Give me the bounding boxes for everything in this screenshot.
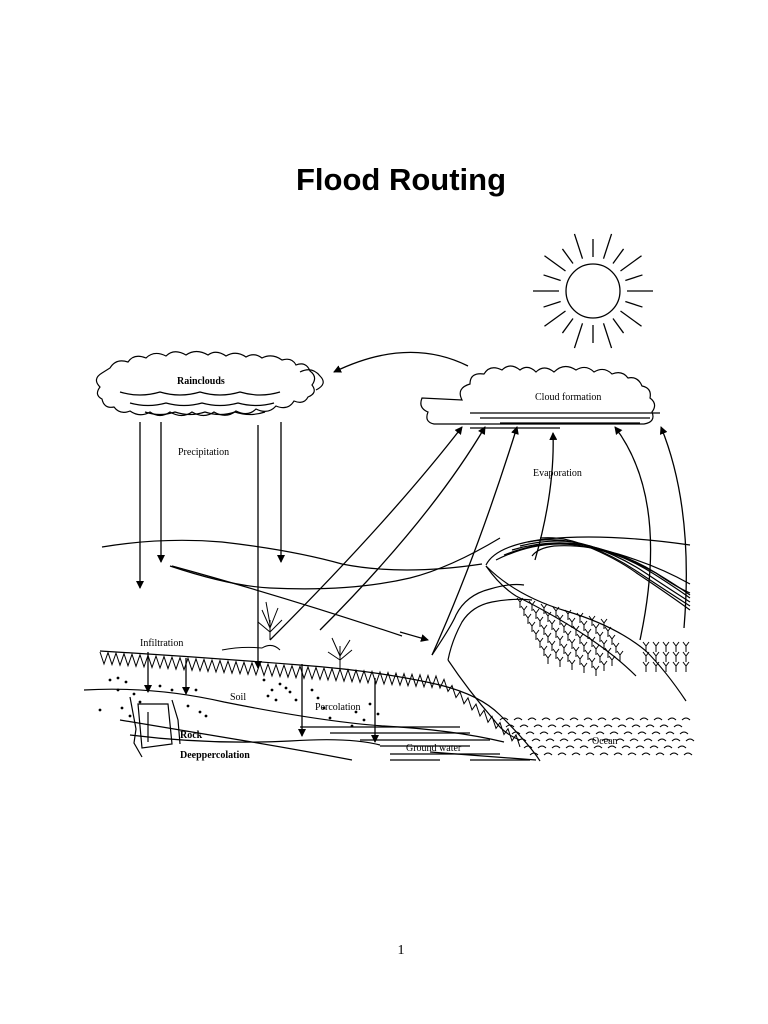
landscape — [83, 536, 691, 762]
plant-icon — [221, 601, 353, 668]
soil-sawtooth — [99, 651, 521, 748]
rainclouds-cloud — [95, 350, 324, 417]
infiltration-label: Infiltration — [140, 638, 183, 649]
soil-particles — [98, 676, 380, 728]
soil-label: Soil — [230, 692, 246, 703]
cloud-transfer-arrow — [333, 351, 469, 373]
ground-water-label: Ground water — [406, 743, 462, 754]
cloud-formation-cloud — [420, 365, 660, 429]
rock-label: Rock — [180, 730, 203, 741]
infiltration-arrows — [144, 652, 379, 743]
deep-percolation-label: Deeppercolation — [180, 750, 250, 761]
sun-icon — [533, 233, 653, 349]
evaporation-label: Evaporation — [533, 468, 582, 479]
percolation-label: Percolation — [315, 702, 361, 713]
precipitation-label: Precipitation — [178, 447, 229, 458]
page-title: Flood Routing — [295, 162, 507, 197]
rainclouds-label: Rainclouds — [177, 376, 225, 387]
page-number: 1 — [397, 943, 405, 958]
ocean-waves — [499, 717, 695, 756]
vegetation — [516, 597, 690, 676]
precipitation-arrows — [136, 422, 285, 669]
evaporation-arrows — [269, 426, 687, 656]
ocean-label: Ocean — [592, 736, 618, 747]
cloud-formation-label: Cloud formation — [535, 392, 601, 403]
